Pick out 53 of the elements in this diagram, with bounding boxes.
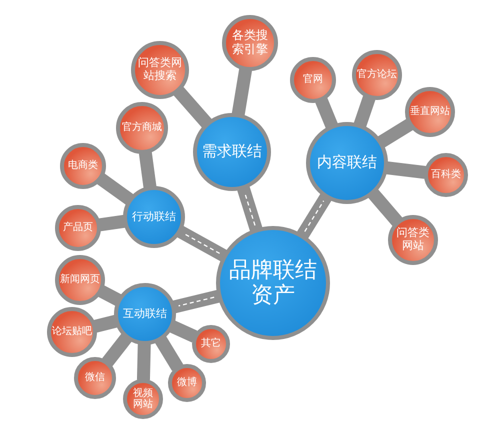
leaf-circle: [388, 215, 438, 265]
node-label: 其它: [201, 338, 221, 350]
node-label: 官方商城: [122, 122, 162, 134]
connector: [296, 194, 332, 239]
leaf-circle: [168, 364, 206, 402]
node-label: 官方论坛: [357, 69, 397, 81]
leaf-circle: [60, 143, 106, 189]
connector: [138, 152, 156, 188]
leaf-circle: [192, 325, 230, 363]
leaf-circle: [74, 357, 116, 399]
leaf-circle: [116, 102, 168, 154]
leaf-circle: [405, 87, 455, 137]
connector: [232, 68, 252, 116]
node-label: 互动联结: [123, 308, 167, 320]
node-label: 问答类网站搜索: [138, 57, 182, 83]
connector: [136, 344, 151, 380]
node-label: 垂直网站: [410, 106, 450, 118]
connector: [170, 320, 198, 342]
leaf-circle: [55, 205, 101, 251]
leaf-circle: [47, 307, 97, 357]
node-label: 微博: [177, 377, 197, 389]
node-label: 论坛贴吧: [52, 326, 92, 338]
node-label: 问答类网站: [396, 227, 430, 253]
node-label: 视频网站: [133, 388, 153, 410]
node-label: 微信: [85, 372, 105, 384]
node-label: 电商类: [68, 160, 98, 172]
connector: [98, 285, 122, 306]
connector: [368, 189, 402, 226]
connector: [97, 174, 134, 205]
connector: [174, 86, 212, 128]
node-label: 百科类: [431, 169, 461, 181]
leaf-circle: [424, 153, 468, 197]
node-label: 新闻网页: [60, 274, 100, 286]
connector: [315, 98, 338, 128]
leaf-circle: [352, 50, 402, 100]
connector: [378, 119, 413, 148]
connector: [177, 226, 228, 262]
connector: [94, 314, 118, 333]
node-label: 官网: [303, 74, 323, 86]
connector: [172, 290, 220, 314]
node-label: 品牌联结资产: [229, 258, 317, 308]
node-label: 需求联结: [202, 143, 262, 161]
leaf-circle: [123, 379, 163, 419]
connector: [237, 186, 262, 232]
node-label: 各类搜索引擎: [232, 29, 268, 57]
connector: [386, 161, 426, 179]
node-label: 内容联结: [317, 154, 377, 172]
node-label: 产品页: [63, 222, 93, 234]
leaf-circle: [55, 255, 105, 305]
leaf-circle: [290, 57, 336, 103]
connector: [354, 96, 376, 128]
node-label: 行动联结: [132, 210, 176, 224]
connector: [98, 214, 126, 232]
